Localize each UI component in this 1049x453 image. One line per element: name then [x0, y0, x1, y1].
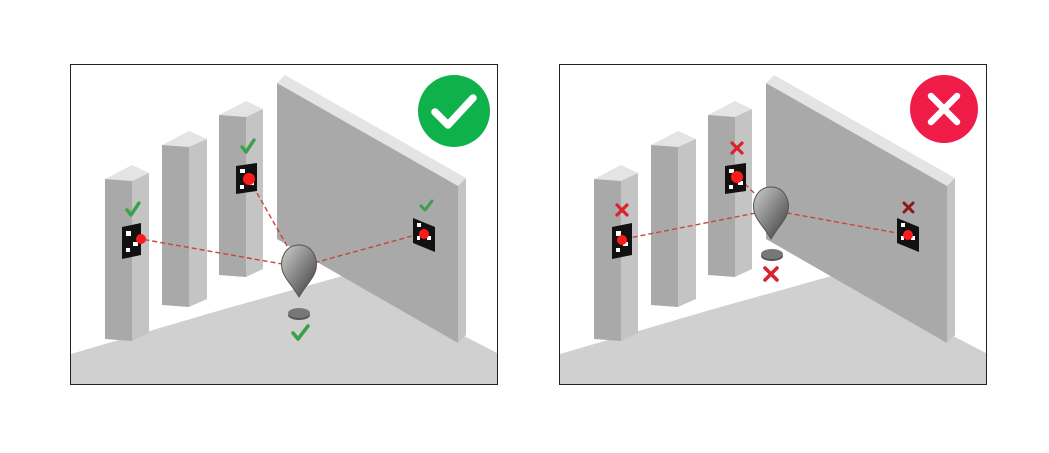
cross-icon — [902, 201, 915, 214]
cross-icon — [730, 141, 744, 155]
ray-to-marker-1 — [140, 238, 300, 268]
correct-setup-panel — [70, 64, 498, 385]
pillar-rear — [219, 101, 263, 277]
check-icon — [291, 324, 310, 341]
ray-to-marker-1 — [623, 209, 772, 240]
back-wall — [766, 75, 955, 343]
ray-to-marker-3 — [770, 209, 909, 236]
detection-rays — [623, 176, 909, 240]
incorrect-setup-illustration — [560, 75, 986, 384]
pillar-front — [105, 165, 149, 341]
fiducial-marker-3 — [413, 199, 435, 252]
success-badge — [418, 75, 490, 147]
back-wall — [277, 75, 466, 343]
pillar-middle — [162, 131, 207, 307]
pillar-middle — [651, 131, 696, 307]
incorrect-setup-panel — [559, 64, 987, 385]
fiducial-marker-2 — [725, 141, 746, 194]
check-icon — [240, 138, 256, 154]
ray-to-marker-3 — [298, 232, 424, 268]
fiducial-marker-1 — [612, 203, 632, 259]
correct-setup-illustration — [71, 75, 497, 384]
failure-badge — [910, 75, 978, 143]
camera-device — [753, 186, 789, 282]
check-icon — [125, 201, 141, 217]
fiducial-marker-2 — [236, 138, 257, 194]
camera-device — [281, 244, 317, 341]
fiducial-marker-1 — [122, 201, 146, 259]
cross-icon — [927, 92, 961, 126]
check-icon — [419, 199, 434, 212]
cross-icon — [763, 266, 779, 282]
fiducial-marker-3 — [897, 201, 919, 252]
check-icon — [431, 94, 477, 129]
cross-icon — [615, 203, 629, 217]
